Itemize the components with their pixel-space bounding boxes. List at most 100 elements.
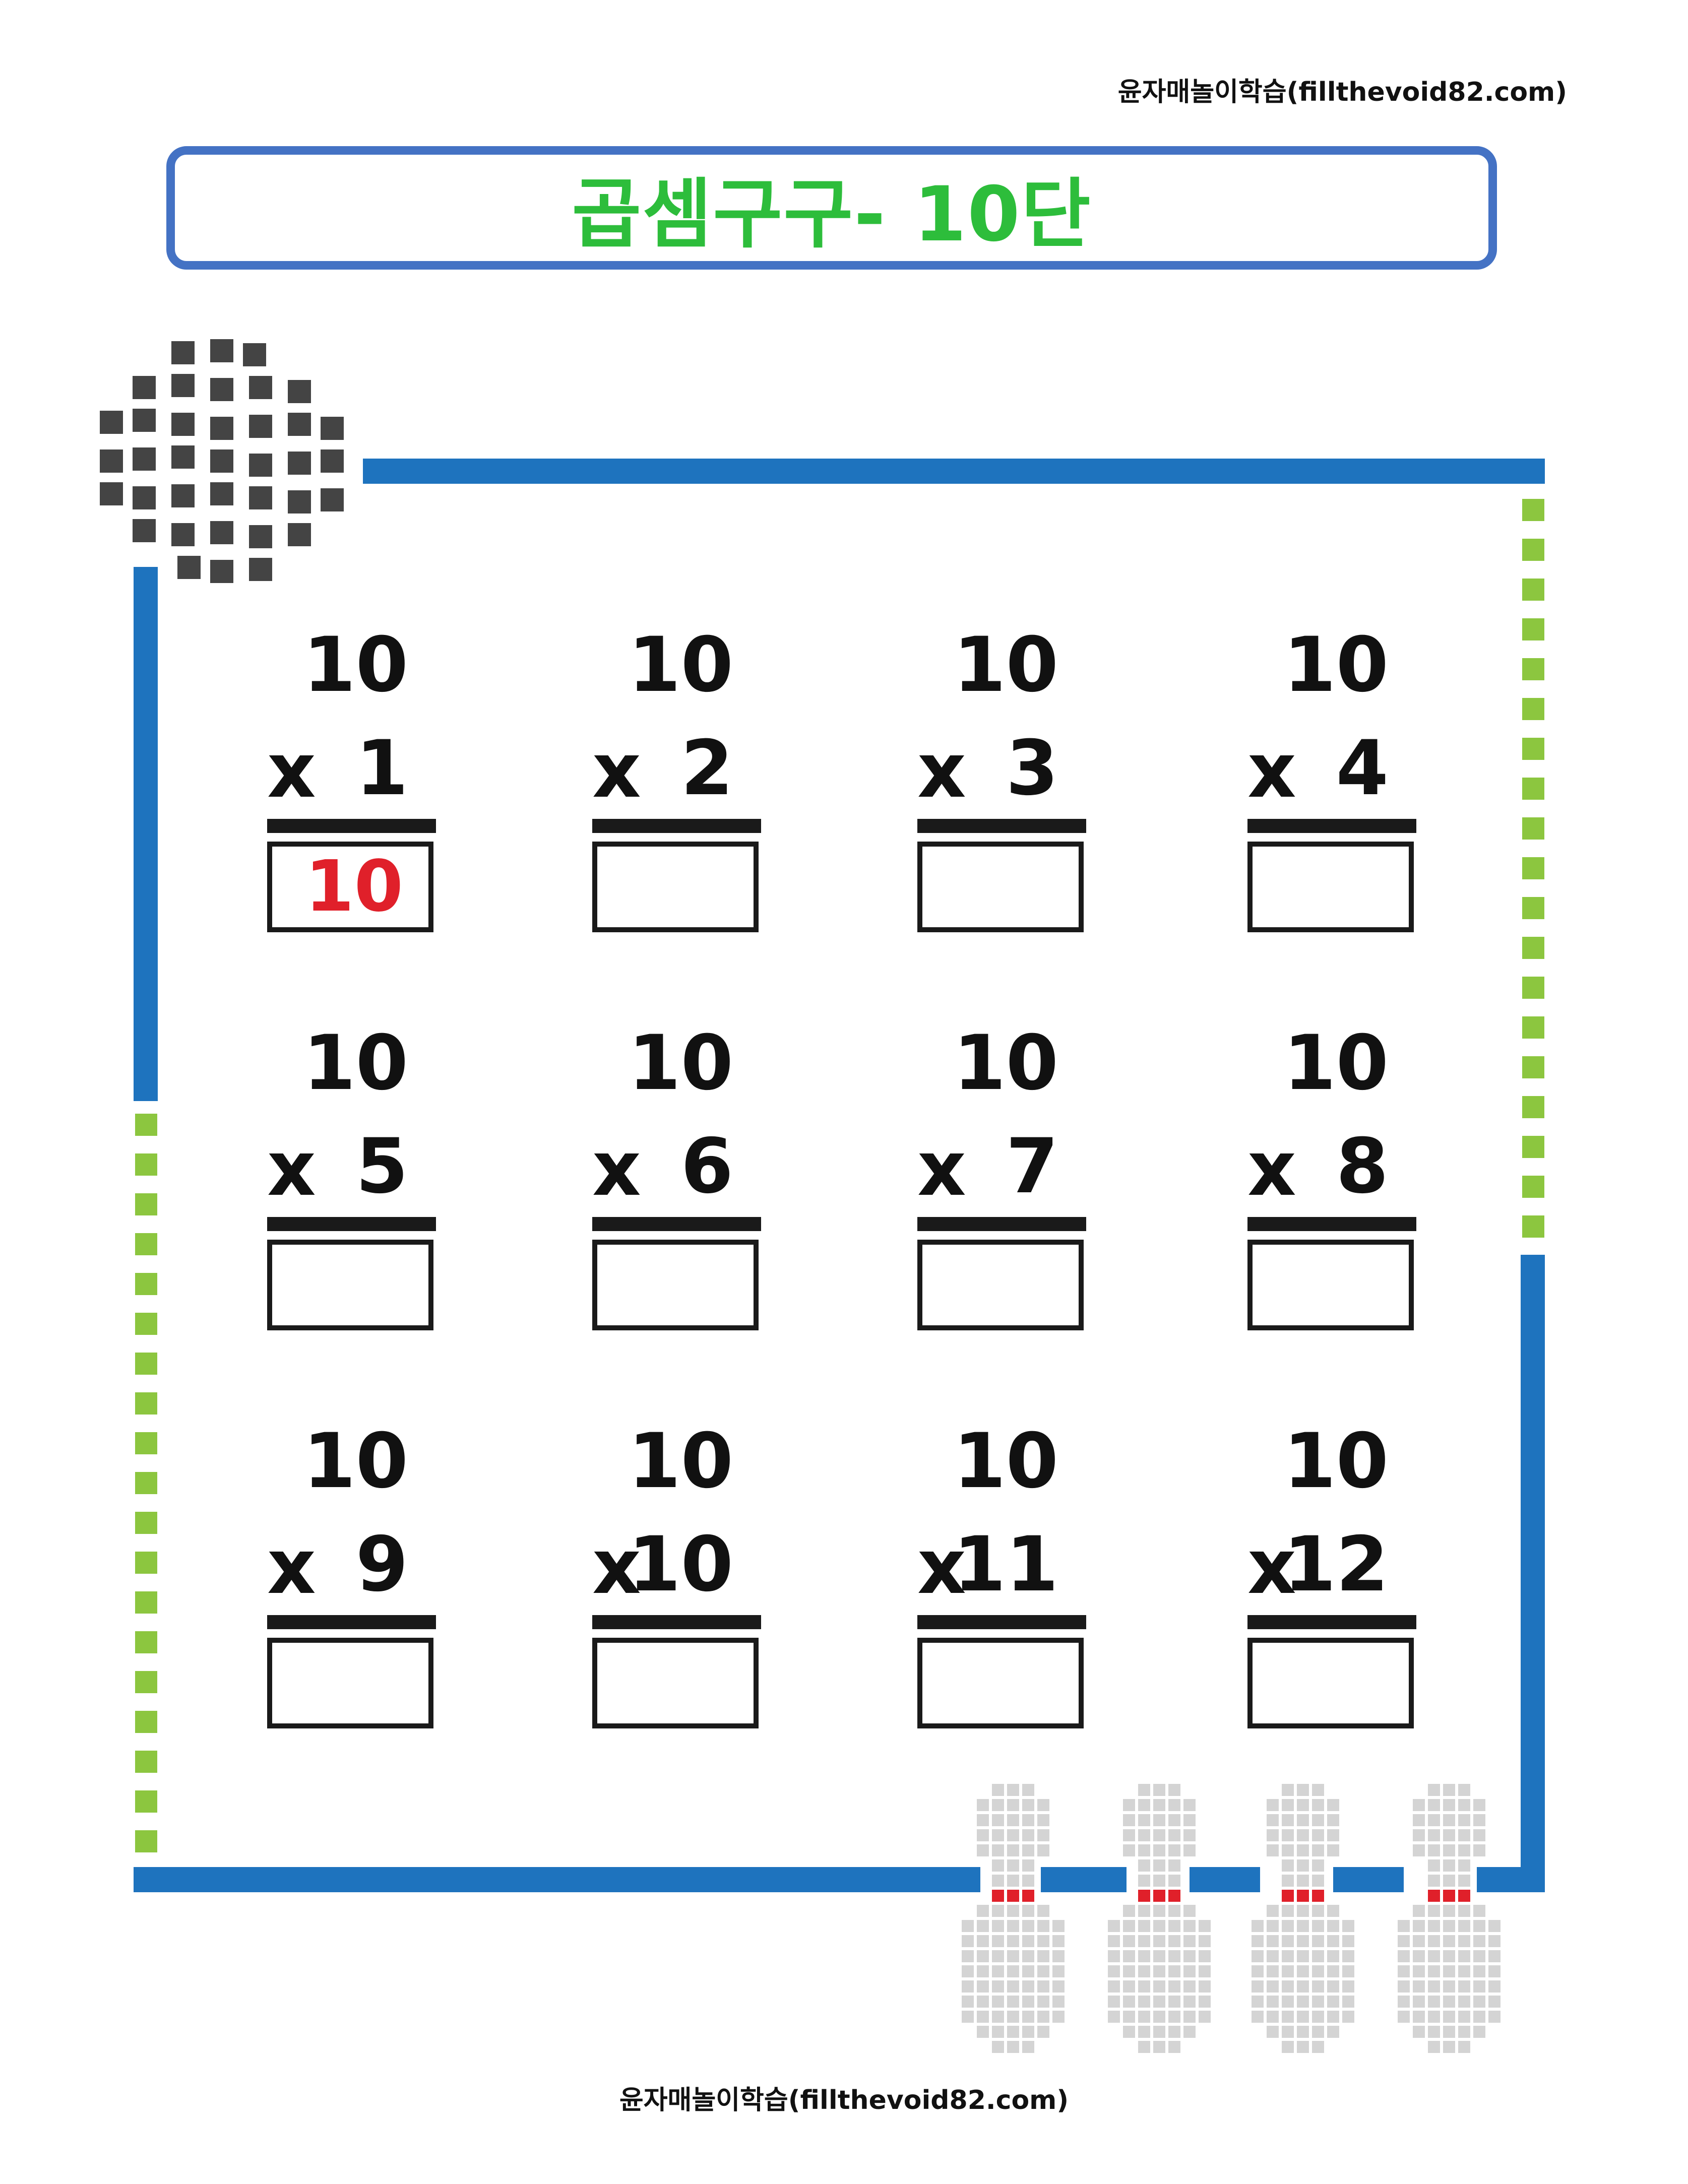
- pin-pixel: [1297, 1844, 1309, 1856]
- pin-pixel: [1443, 1844, 1455, 1856]
- answer-box[interactable]: 10: [267, 842, 433, 932]
- answer-box[interactable]: [592, 1240, 759, 1330]
- pin-pixel: [1037, 1980, 1049, 1993]
- pin-pixel: [1473, 1905, 1485, 1917]
- pin-pixel: [1252, 1980, 1264, 1993]
- ball-pixel: [288, 490, 311, 513]
- pin-pixel: [1428, 1875, 1440, 1887]
- pin-pixel: [1282, 1799, 1294, 1811]
- pin-pixel: [1037, 1920, 1049, 1932]
- answer-box[interactable]: [1247, 1240, 1414, 1330]
- pin-pixel: [1398, 1996, 1410, 2008]
- pin-pixel: [1267, 1935, 1279, 1947]
- pin-pixel: [1458, 1784, 1470, 1796]
- pin-pixel: [1138, 1920, 1150, 1932]
- pin-pixel: [1267, 2011, 1279, 2023]
- answer-rule: [917, 1217, 1086, 1231]
- pin-pixel: [1252, 1950, 1264, 1962]
- footer-credit: 윤자매놀이학습(fillthevoid82.com): [619, 2085, 1069, 2115]
- multiplicand: 10: [1283, 621, 1389, 709]
- answer-box[interactable]: [917, 1638, 1084, 1728]
- pin-pixel: [1342, 1996, 1354, 2008]
- pin-pixel: [1428, 2011, 1440, 2023]
- pin-pixel: [1473, 2026, 1485, 2038]
- answer-box[interactable]: [917, 842, 1084, 932]
- ball-pixel: [133, 447, 156, 471]
- pin-pixel: [1282, 1875, 1294, 1887]
- answer-box[interactable]: [1247, 842, 1414, 932]
- multiplier: 7: [1006, 1123, 1058, 1210]
- pin-stripe-pixel: [992, 1890, 1004, 1902]
- pin-pixel: [1138, 2026, 1150, 2038]
- pin-pixel: [1297, 2011, 1309, 2023]
- pin-stripe-pixel: [1458, 1890, 1470, 1902]
- dash-segment: [1522, 897, 1544, 919]
- times-operator: x: [917, 1125, 966, 1213]
- pin-pixel: [1037, 2026, 1049, 2038]
- pin-pixel: [1183, 2011, 1196, 2023]
- pin-pixel: [1123, 1905, 1135, 1917]
- pin-pixel: [1183, 1965, 1196, 1977]
- pin-pixel: [1138, 1980, 1150, 1993]
- multiplication-problem: 10 x 9: [267, 1424, 439, 1728]
- pin-pixel: [1007, 1920, 1019, 1932]
- pin-pixel: [1342, 2011, 1354, 2023]
- pin-pixel: [1252, 1965, 1264, 1977]
- pin-pixel: [1153, 1996, 1165, 2008]
- pin-pixel: [1327, 2026, 1339, 2038]
- pin-pixel: [1443, 1905, 1455, 1917]
- pin-pixel: [1168, 1799, 1180, 1811]
- pin-pixel: [1282, 2026, 1294, 2038]
- pin-pixel: [1473, 1844, 1485, 1856]
- pin-pixel: [1168, 1814, 1180, 1826]
- title-banner: 곱셈구구- 10단: [166, 146, 1497, 270]
- frame-right-lower-bar: [1521, 1255, 1545, 1892]
- pin-pixel: [1007, 2041, 1019, 2053]
- pin-pixel: [1022, 1905, 1034, 1917]
- pin-pixel: [1153, 1814, 1165, 1826]
- answer-box[interactable]: [267, 1638, 433, 1728]
- dash-segment: [1522, 618, 1544, 640]
- dash-segment: [1522, 499, 1544, 521]
- multiplicand: 10: [303, 621, 408, 709]
- pin-pixel: [1282, 2041, 1294, 2053]
- pin-pixel: [1327, 1996, 1339, 2008]
- pin-pixel: [1282, 1965, 1294, 1977]
- pin-pixel: [1398, 2011, 1410, 2023]
- pin-pixel: [1413, 1996, 1425, 2008]
- answer-box[interactable]: [592, 842, 759, 932]
- pin-pixel: [1413, 1965, 1425, 1977]
- ball-pixel: [321, 417, 344, 440]
- pin-pixel: [992, 1965, 1004, 1977]
- answer-box[interactable]: [267, 1240, 433, 1330]
- pin-pixel: [1458, 1844, 1470, 1856]
- pin-pixel: [1022, 1814, 1034, 1826]
- pin-pixel: [1123, 1996, 1135, 2008]
- answer-box[interactable]: [592, 1638, 759, 1728]
- pin-pixel: [992, 1935, 1004, 1947]
- pin-pixel: [992, 2026, 1004, 2038]
- ball-pixel: [210, 339, 233, 362]
- dash-segment: [1522, 817, 1544, 840]
- multiplier: 1: [355, 725, 408, 812]
- answer-rule: [917, 819, 1086, 833]
- pin-pixel: [1108, 1965, 1120, 1977]
- pin-pixel: [1123, 1965, 1135, 1977]
- pin-pixel: [1428, 2026, 1440, 2038]
- pin-pixel: [1138, 1950, 1150, 1962]
- pin-pixel: [1022, 1784, 1034, 1796]
- pin-pixel: [1312, 1859, 1324, 1872]
- ball-pixel: [321, 449, 344, 473]
- pin-pixel: [1282, 1844, 1294, 1856]
- pin-pixel: [1282, 1859, 1294, 1872]
- ball-pixel: [249, 558, 272, 581]
- pin-pixel: [1037, 1965, 1049, 1977]
- answer-box[interactable]: [1247, 1638, 1414, 1728]
- pin-pixel: [1183, 2026, 1196, 2038]
- pin-pixel: [1428, 1784, 1440, 1796]
- ball-pixel: [210, 449, 233, 473]
- answer-box[interactable]: [917, 1240, 1084, 1330]
- times-operator: x: [267, 1523, 316, 1611]
- pin-pixel: [962, 1950, 974, 1962]
- pin-pixel: [1267, 1965, 1279, 1977]
